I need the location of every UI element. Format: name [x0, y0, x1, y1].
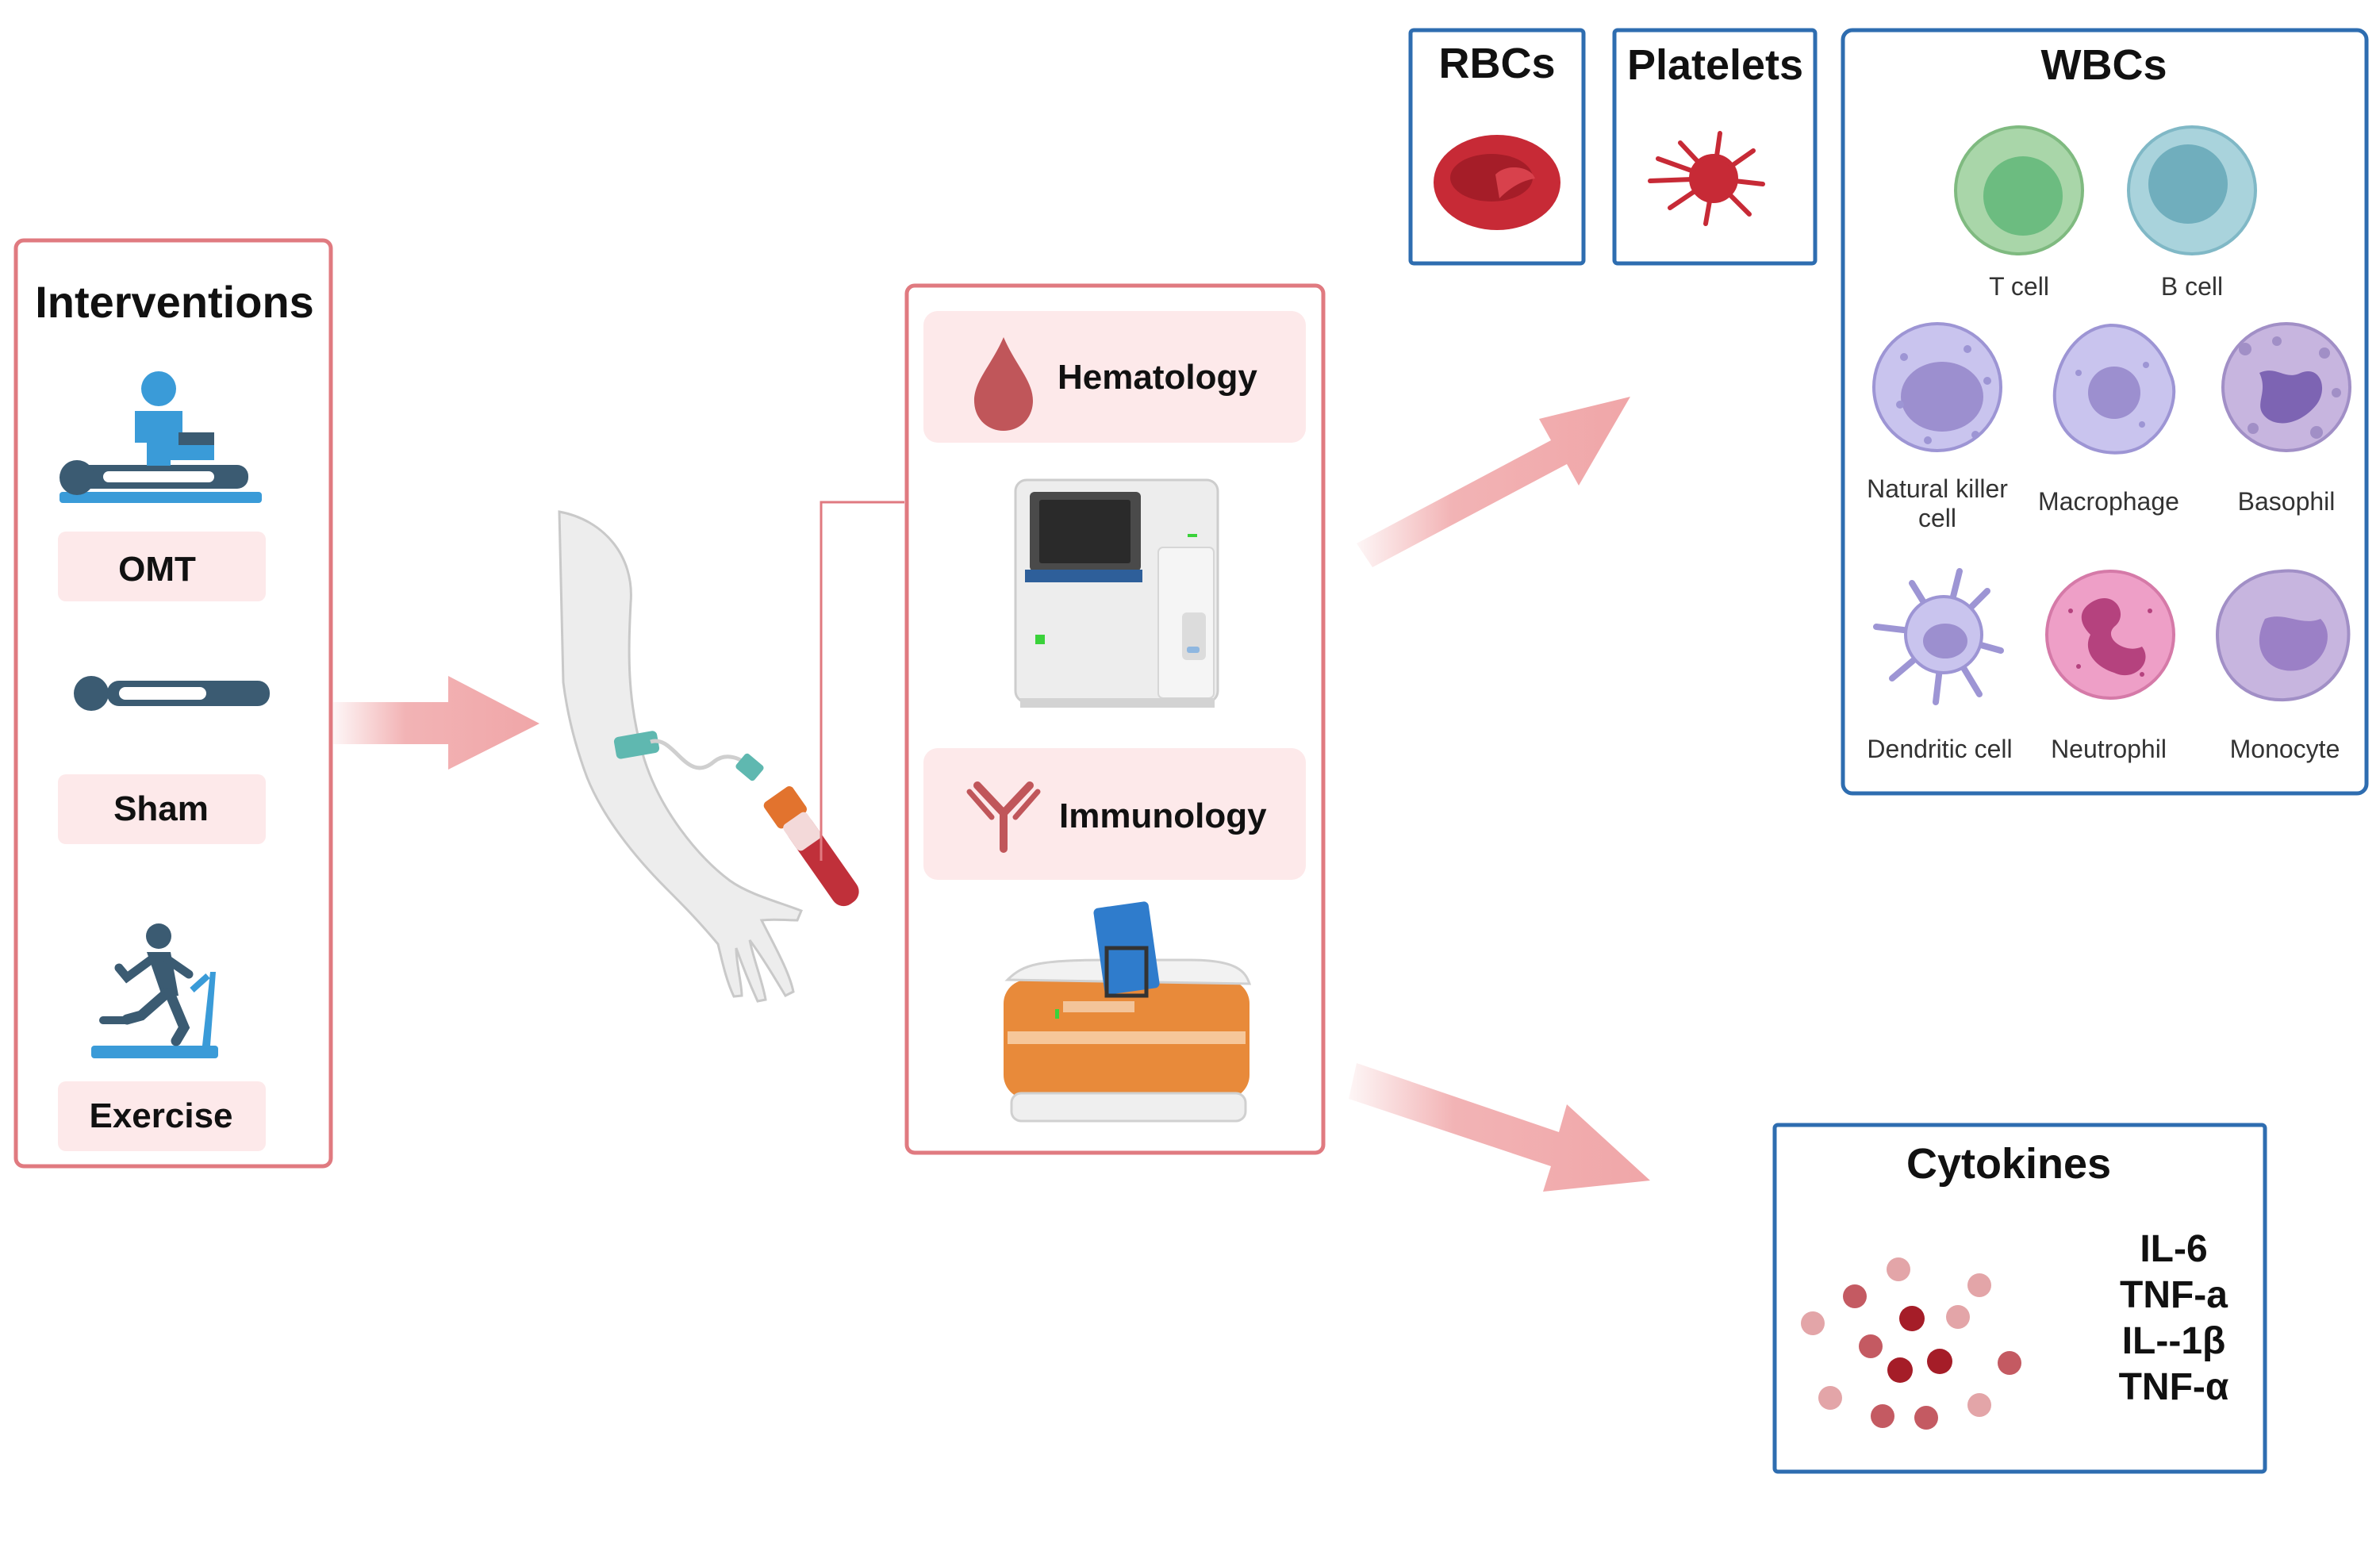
- omt-label: OMT: [118, 550, 196, 589]
- basophil-icon: [2221, 322, 2351, 452]
- cytokine-il6: IL-6: [2140, 1228, 2207, 1270]
- sham-label: Sham: [113, 789, 209, 828]
- cytokine-il1b: IL--1β: [2122, 1320, 2226, 1362]
- arrow-to-blood-draw: [333, 676, 539, 770]
- omt-pill: [58, 532, 266, 601]
- cytokines-title: Cytokines: [1906, 1140, 2111, 1188]
- macrophage-label: Macrophage: [2038, 487, 2179, 516]
- macrophage-icon: [2052, 323, 2176, 455]
- interventions-panel: Interventions OMT Sham: [13, 238, 333, 1169]
- arrow-to-cytokines: [1349, 1063, 1650, 1192]
- sham-pill: [58, 774, 266, 844]
- exercise-pill: [58, 1081, 266, 1151]
- t-cell-label: T cell: [1989, 272, 2049, 301]
- nk-cell-label-line1: Natural killer: [1867, 474, 2008, 503]
- hematology-analyzer-icon: [1014, 478, 1219, 708]
- cytokine-tnf-a: TNF-a: [2120, 1274, 2228, 1316]
- exercise-label: Exercise: [89, 1096, 232, 1135]
- wbcs-panel: WBCs T cell B cell Natural killer cell: [1841, 28, 2369, 796]
- arm-blood-draw-icon: [558, 510, 859, 1003]
- b-cell-label: B cell: [2161, 272, 2223, 301]
- arrow-to-blood-cells: [1357, 397, 1630, 567]
- b-cell-icon: [2127, 125, 2257, 255]
- lying-patient-icon: [74, 676, 270, 711]
- rbcs-panel: RBCs: [1408, 28, 1586, 266]
- t-cell-icon: [1954, 125, 2084, 255]
- platelets-title: Platelets: [1627, 41, 1803, 89]
- red-blood-cell-icon: [1434, 135, 1560, 230]
- cytokine-particles-icon: [1801, 1257, 2021, 1430]
- analysis-panel: Hematology Immunology: [904, 283, 1326, 1155]
- elisa-plate-reader-icon: [1004, 901, 1252, 1123]
- therapist-treating-patient-icon: [60, 371, 262, 503]
- cytokines-panel: Cytokines IL-6 TNF-a IL--1β TNF-α: [1772, 1123, 2267, 1474]
- hematology-label: Hematology: [1058, 358, 1257, 397]
- neutrophil-label: Neutrophil: [2051, 735, 2167, 763]
- nk-cell-label-line2: cell: [1918, 504, 1956, 532]
- rbcs-title: RBCs: [1438, 40, 1555, 87]
- treadmill-runner-icon: [91, 923, 218, 1058]
- wbcs-title: WBCs: [2041, 41, 2167, 89]
- dendritic-cell-label: Dendritic cell: [1867, 735, 2012, 763]
- interventions-title: Interventions: [35, 277, 314, 327]
- platelet-icon: [1648, 131, 1765, 226]
- monocyte-label: Monocyte: [2230, 735, 2340, 763]
- immunology-label: Immunology: [1059, 797, 1267, 835]
- cytokine-tnf-alpha: TNF-α: [2119, 1366, 2229, 1408]
- dendritic-cell-icon: [1873, 568, 2004, 705]
- nk-cell-icon: [1872, 322, 2002, 452]
- platelets-panel: Platelets: [1612, 28, 1818, 266]
- monocyte-icon: [2215, 569, 2351, 702]
- antibody-icon: [966, 781, 1041, 853]
- neutrophil-icon: [2045, 570, 2175, 700]
- blood-drop-icon: [974, 337, 1033, 431]
- immunology-pill: [923, 748, 1306, 880]
- connector-line: [820, 501, 904, 861]
- basophil-label: Basophil: [2238, 487, 2336, 516]
